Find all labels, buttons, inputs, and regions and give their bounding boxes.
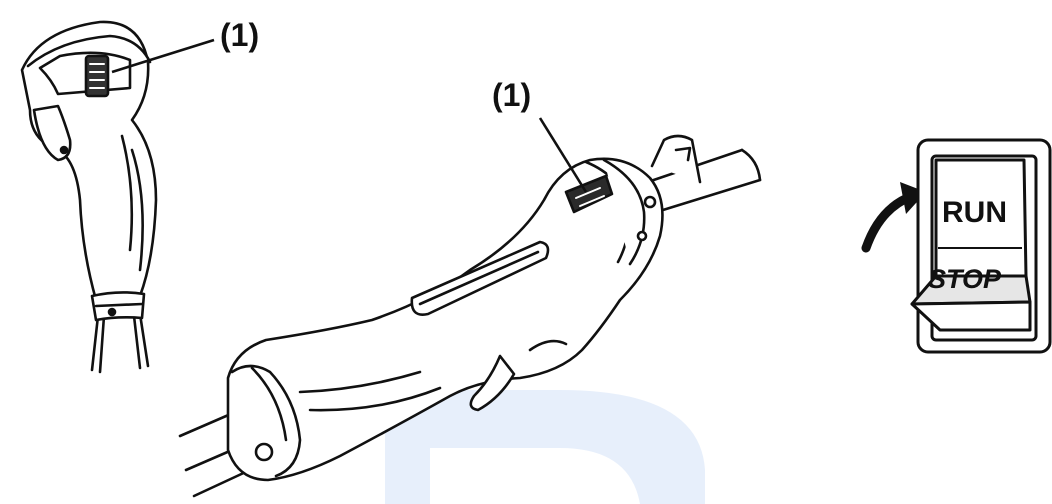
- left-callout-label: (1): [220, 17, 259, 53]
- watermark-shape: [385, 390, 705, 504]
- switch-run-label: RUN: [942, 196, 1007, 229]
- left-handle-illustration: [22, 22, 156, 372]
- center-callout-label: (1): [492, 77, 531, 113]
- run-stop-switch: [912, 140, 1050, 352]
- switch-stop-label: STOP: [928, 264, 1002, 294]
